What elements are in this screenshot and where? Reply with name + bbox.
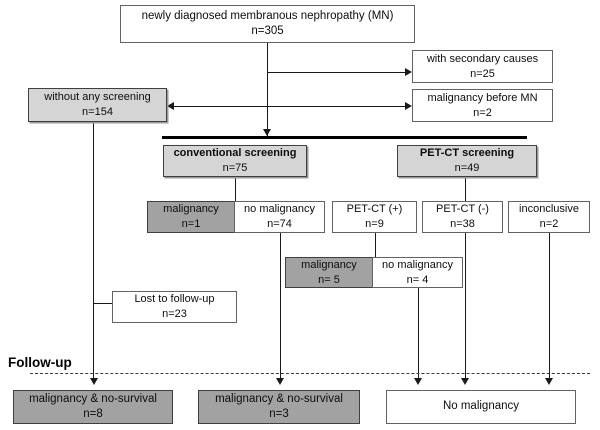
arrowhead-to-secondary-causes (405, 68, 412, 76)
arrowhead-to-outcome-n3 (276, 378, 284, 385)
box-pet-malignancy: malignancy n= 5 (285, 257, 373, 288)
box-petct-screening-label: PET-CT screening (419, 147, 515, 160)
divider-screening-line (162, 135, 527, 139)
connector-no-malignancy-4-down (417, 288, 419, 383)
box-pet-malignancy-label: malignancy (301, 258, 357, 271)
box-conventional-no-malignancy-n: n=74 (267, 218, 292, 230)
box-petct-positive: PET-CT (+) n=9 (332, 201, 417, 233)
box-outcome-8-label: malignancy & no-survival (29, 392, 157, 405)
box-malignancy-before-mn-label: malignancy before MN (427, 91, 538, 104)
arrowhead-inconclusive (545, 378, 553, 385)
followup-section-label: Follow-up (8, 355, 72, 370)
connector-petct-positive-results (374, 233, 376, 257)
connector-no-screening-down (93, 122, 95, 383)
box-without-screening-n: n=154 (82, 106, 113, 118)
box-petct-inconclusive: inconclusive n=2 (508, 201, 590, 233)
arrowhead-to-without-screening (167, 102, 174, 110)
box-without-screening-label: without any screening (44, 91, 151, 104)
box-conventional-screening: conventional screening n=75 (163, 145, 307, 177)
box-conventional-malignancy: malignancy n=1 (147, 201, 235, 233)
box-conventional-malignancy-label: malignancy (163, 203, 219, 216)
box-conventional-malignancy-n: n=1 (181, 218, 201, 230)
box-root-n: n=305 (251, 25, 284, 37)
box-petct-screening-n: n=49 (454, 162, 480, 174)
arrowhead-to-outcome-n8 (89, 378, 98, 385)
box-conventional-no-malignancy-label: no malignancy (244, 203, 315, 216)
box-pet-no-malignancy: no malignancy n= 4 (372, 257, 463, 288)
arrowhead-no-malignancy-4 (414, 378, 422, 385)
box-secondary-causes-n: n=25 (470, 67, 495, 80)
box-conventional-no-malignancy: no malignancy n=74 (234, 201, 325, 233)
box-petct-negative-n: n=38 (450, 218, 475, 230)
arrowhead-petct-negative (461, 378, 469, 385)
box-petct-inconclusive-n: n=2 (539, 218, 559, 230)
box-conventional-screening-n: n=75 (222, 162, 248, 174)
connector-conventional-results (234, 177, 236, 201)
box-outcome-malignancy-nosurvival-3: malignancy & no-survival n=3 (198, 390, 360, 424)
connector-root-trunk (267, 43, 269, 136)
divider-followup-dashed-line (30, 373, 590, 374)
box-petct-negative: PET-CT (-) n=38 (422, 201, 503, 233)
box-conventional-screening-label: conventional screening (173, 147, 297, 160)
box-malignancy-before-mn: malignancy before MN n=2 (412, 89, 553, 122)
box-outcome-3-n: n=3 (269, 408, 289, 420)
box-lost-to-followup-label: Lost to follow-up (134, 293, 215, 306)
box-outcome-no-malignancy-label: No malignancy (442, 400, 520, 413)
box-without-screening: without any screening n=154 (28, 88, 167, 122)
box-outcome-8-n: n=8 (83, 408, 103, 420)
box-pet-no-malignancy-label: no malignancy (382, 258, 453, 271)
connector-secondary-causes (267, 71, 406, 73)
box-outcome-3-label: malignancy & no-survival (215, 392, 343, 405)
connector-no-screening-malignancy-before (172, 105, 406, 107)
box-outcome-no-malignancy: No malignancy (386, 390, 576, 424)
box-pet-no-malignancy-n: n= 4 (406, 273, 429, 286)
box-petct-inconclusive-label: inconclusive (519, 203, 579, 216)
connector-petct-negative-down (464, 233, 466, 383)
box-lost-to-followup-n: n=23 (162, 308, 187, 320)
box-root-diagnosis: newly diagnosed membranous nephropathy (… (120, 5, 415, 43)
box-malignancy-before-mn-n: n=2 (473, 106, 492, 119)
box-petct-positive-n: n=9 (365, 218, 384, 230)
box-lost-to-followup: Lost to follow-up n=23 (112, 291, 237, 323)
connector-no-malignancy-74-down (279, 233, 281, 383)
box-pet-malignancy-n: n= 5 (318, 273, 340, 286)
box-petct-positive-label: PET-CT (+) (346, 203, 403, 216)
box-outcome-malignancy-nosurvival-8: malignancy & no-survival n=8 (13, 390, 173, 424)
box-petct-screening: PET-CT screening n=49 (397, 145, 537, 177)
arrowhead-to-malignancy-before-mn (405, 102, 412, 110)
connector-petct-results (464, 177, 466, 201)
box-root-label: newly diagnosed membranous nephropathy (… (141, 9, 394, 22)
connector-lost-to-followup (93, 302, 113, 304)
box-secondary-causes-label: with secondary causes (426, 52, 539, 65)
box-petct-negative-label: PET-CT (-) (436, 203, 489, 216)
arrowhead-down-to-screening (263, 129, 271, 136)
box-secondary-causes: with secondary causes n=25 (412, 50, 553, 83)
connector-inconclusive-down (548, 233, 550, 383)
